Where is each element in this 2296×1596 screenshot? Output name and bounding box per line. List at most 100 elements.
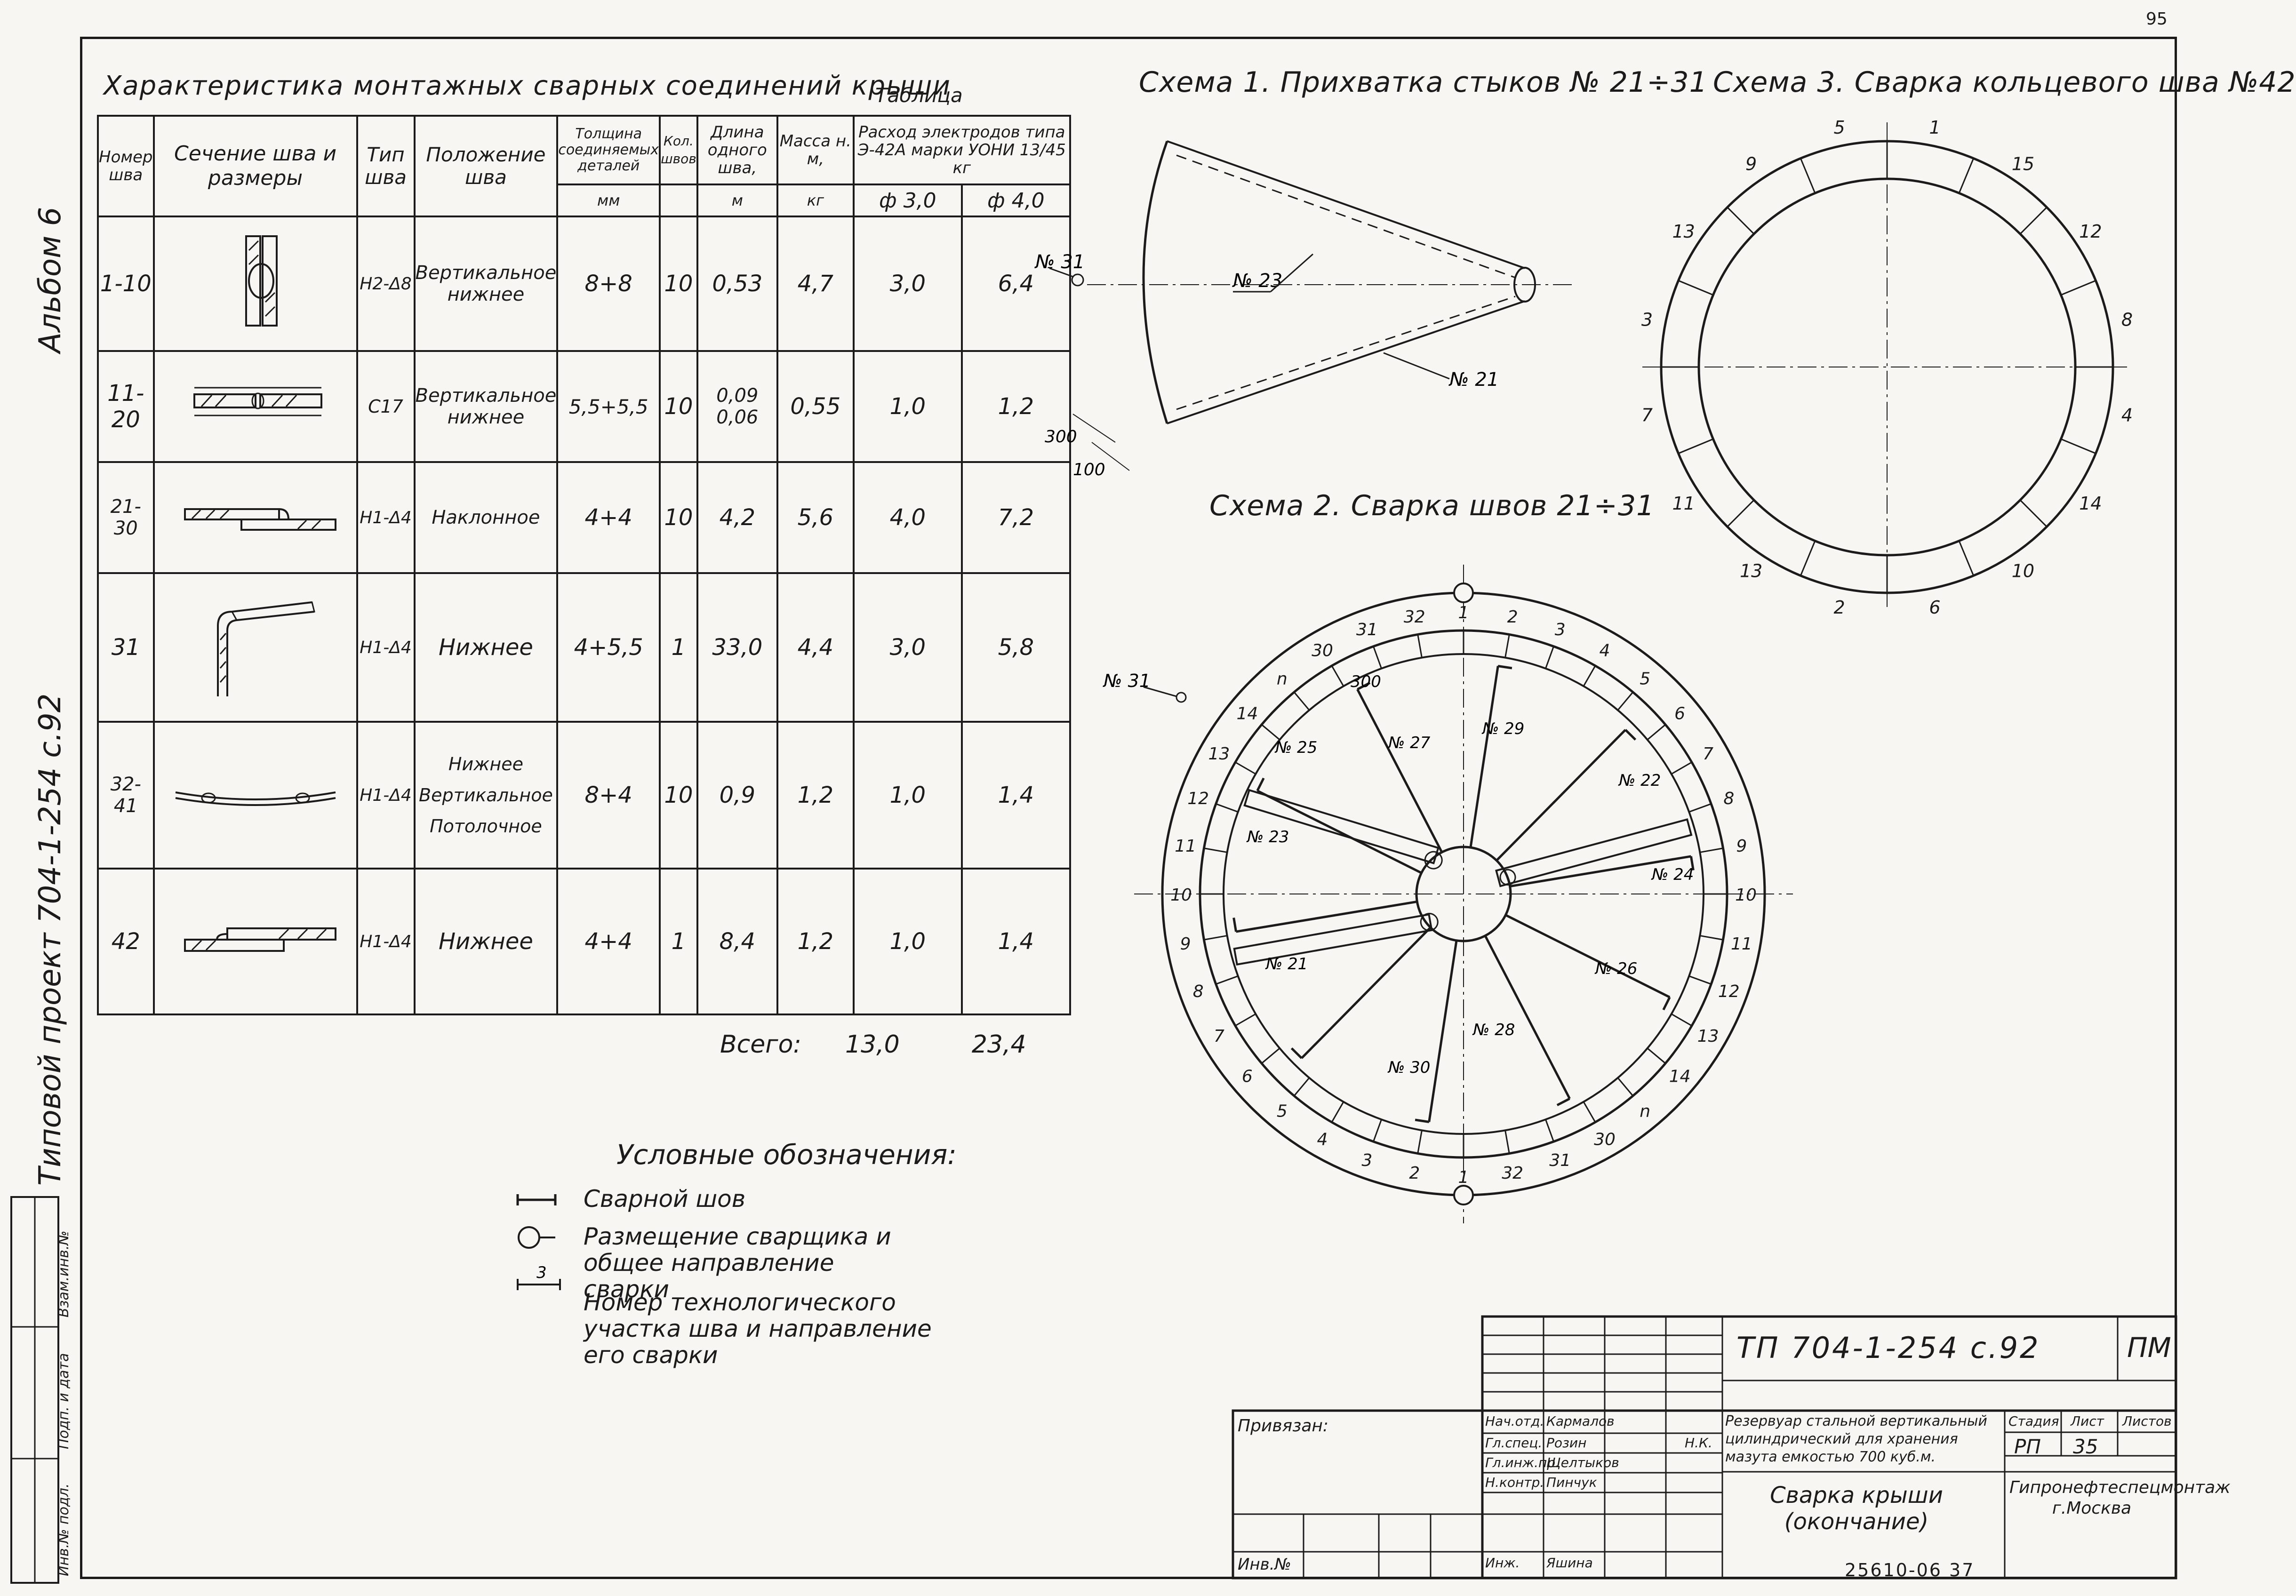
name-5: Яшина bbox=[1546, 1555, 1593, 1571]
schema2-label-25: № 25 bbox=[1274, 738, 1317, 757]
title-block-description: Резервуар стальной вертикальный цилиндри… bbox=[1725, 1413, 1987, 1465]
header-num: Номер шва bbox=[97, 115, 155, 217]
ring-tick bbox=[1216, 803, 1239, 813]
ring-number: 4 bbox=[1317, 1130, 1328, 1149]
cell-count: 1 bbox=[659, 572, 698, 723]
ring-tick bbox=[1647, 724, 1666, 741]
ring-tick bbox=[2019, 207, 2048, 235]
schema2-ring-ticks bbox=[1200, 630, 1727, 1157]
unit-count bbox=[659, 184, 698, 217]
weld-section-sketch bbox=[184, 508, 336, 531]
ring-tick bbox=[1958, 158, 1975, 194]
table-total: Всего: 13,0 23,4 bbox=[720, 1030, 1026, 1059]
cell-count: 10 bbox=[659, 721, 698, 870]
schema2-spokes bbox=[1232, 665, 1695, 1123]
ring-tick bbox=[2060, 438, 2096, 455]
ring-tick bbox=[1671, 1013, 1692, 1027]
header-length: Длина одного шва, bbox=[696, 115, 778, 185]
ring-tick bbox=[1688, 975, 1712, 985]
ring-number: 10 bbox=[2012, 560, 2034, 581]
cell-thickness: 4+4 bbox=[556, 461, 661, 574]
ring-tick bbox=[1293, 692, 1310, 711]
ring-tick bbox=[1331, 665, 1344, 687]
cell-section bbox=[152, 721, 358, 870]
ring-number: 14 bbox=[2079, 493, 2102, 514]
cell-thickness: 4+4 bbox=[556, 868, 661, 1015]
ring-tick bbox=[1545, 646, 1554, 669]
cell-section bbox=[152, 215, 358, 352]
ring-number: 2 bbox=[1833, 597, 1845, 618]
schema2-label-30: № 30 bbox=[1387, 1058, 1430, 1077]
schema1-title: Схема 1. Прихватка стыков № 21÷31 bbox=[1139, 66, 1708, 99]
cell-d40: 1,2 bbox=[960, 350, 1071, 463]
title-block-sheet-header: Лист bbox=[2071, 1413, 2104, 1429]
ring-number: 11 bbox=[1175, 837, 1196, 856]
schema2-bar-left-bottom bbox=[1233, 913, 1439, 966]
title-block-inv: Инв.№ bbox=[1238, 1555, 1291, 1574]
spoke-hook bbox=[1256, 777, 1265, 791]
schema1-label-21: № 21 bbox=[1448, 369, 1499, 391]
ring-number: 13 bbox=[1740, 560, 1762, 581]
cell-mass: 1,2 bbox=[776, 721, 855, 870]
title-block-sheet: 35 bbox=[2073, 1435, 2098, 1458]
legend-title: Условные обозначения: bbox=[616, 1139, 957, 1171]
cell-mass: 4,4 bbox=[776, 572, 855, 723]
cell-length: 33,0 bbox=[696, 572, 778, 723]
legend-item-section: Номер технологического участка шва и нап… bbox=[584, 1289, 932, 1369]
ring-number: 4 bbox=[2121, 405, 2133, 425]
ring-tick bbox=[1204, 935, 1228, 941]
schema3-ring-ticks bbox=[1661, 141, 2113, 593]
project-label: Типовой проект 704-1-254 с.92 bbox=[33, 693, 68, 1186]
cell-position: Нижнее bbox=[413, 868, 559, 1015]
name-2: Розин bbox=[1546, 1435, 1587, 1451]
ring-number: 5 bbox=[1640, 669, 1650, 688]
ring-tick bbox=[1504, 1130, 1510, 1154]
ring-number: n bbox=[1640, 1102, 1650, 1121]
ring-number: 14 bbox=[1236, 704, 1258, 723]
unit-mass: кг bbox=[776, 184, 855, 217]
ring-number: 7 bbox=[1641, 405, 1653, 425]
title-block-linked: Привязан: bbox=[1238, 1416, 1329, 1436]
cell-d30: 4,0 bbox=[852, 461, 963, 574]
table-row: 32-41 Н1-Δ4 Нижнее Вертикальное Потолочн… bbox=[97, 721, 1071, 870]
title-block-stage: РП bbox=[2014, 1435, 2041, 1458]
cell-num: 42 bbox=[97, 868, 155, 1015]
cell-length: 0,9 bbox=[696, 721, 778, 870]
ring-number: 32 bbox=[1404, 607, 1425, 627]
ring-number: 6 bbox=[1674, 704, 1685, 723]
ring-tick bbox=[1583, 1101, 1596, 1123]
album-label: Альбом 6 bbox=[33, 207, 68, 353]
ring-number: 2 bbox=[1409, 1164, 1420, 1183]
ring-number: 8 bbox=[1193, 982, 1204, 1001]
role-3: Гл.инж.пр. bbox=[1485, 1455, 1560, 1470]
ring-tick bbox=[1699, 935, 1723, 941]
ring-number: 4 bbox=[1600, 641, 1610, 660]
spoke-seam bbox=[1236, 900, 1417, 933]
spoke-seam bbox=[1505, 914, 1671, 998]
schema1-dim-300: 300 bbox=[1045, 427, 1077, 447]
spoke-seam bbox=[1510, 855, 1691, 888]
bottom-note: 25610-06 37 bbox=[1845, 1560, 1975, 1580]
ring-number: 14 bbox=[1669, 1067, 1691, 1086]
name-1: Кармалов bbox=[1546, 1413, 1615, 1429]
header-section: Сечение шва и размеры bbox=[152, 115, 358, 217]
weld-characteristics-table: Номер шва Сечение шва и размеры Тип шва … bbox=[97, 115, 1071, 1015]
ring-tick bbox=[1958, 540, 1975, 576]
ring-number: 10 bbox=[1735, 886, 1757, 905]
total-d30: 13,0 bbox=[845, 1030, 900, 1059]
cell-d40: 1,4 bbox=[960, 721, 1071, 870]
unit-thickness: мм bbox=[556, 184, 661, 217]
ring-number: 31 bbox=[1356, 620, 1378, 639]
spoke-seam bbox=[1469, 666, 1499, 848]
header-d40: ф 4,0 bbox=[960, 184, 1071, 217]
ring-number: 9 bbox=[1745, 154, 1757, 175]
ring-tick bbox=[1583, 665, 1596, 687]
ring-tick bbox=[1293, 1077, 1310, 1096]
role-2: Гл.спец. bbox=[1485, 1435, 1543, 1451]
spoke-seam bbox=[1496, 729, 1626, 862]
header-count: Кол. швов bbox=[659, 115, 698, 185]
cell-length: 8,4 bbox=[696, 868, 778, 1015]
cell-section bbox=[152, 572, 358, 723]
spoke-hook bbox=[1232, 918, 1238, 932]
